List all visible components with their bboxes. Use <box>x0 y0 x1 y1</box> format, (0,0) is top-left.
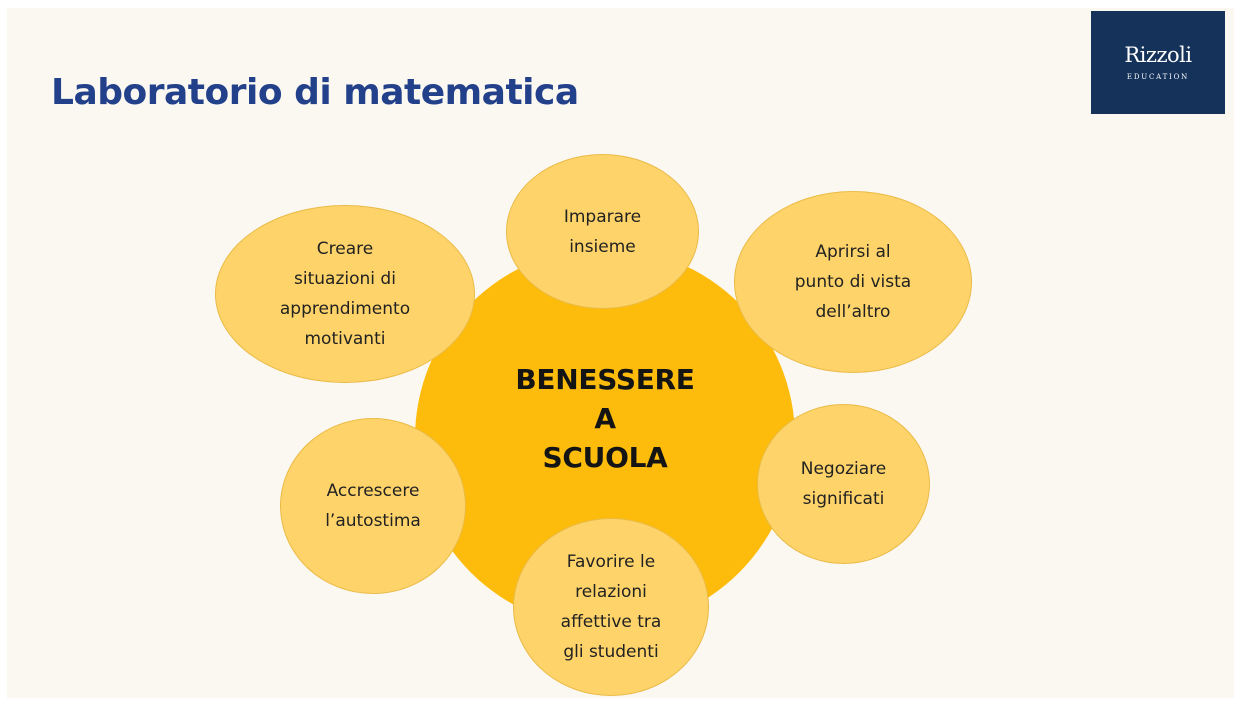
rizzoli-education-logo: Rizzoli EDUCATION <box>1091 11 1225 114</box>
node-label-line: motivanti <box>304 329 386 349</box>
node-label-line: apprendimento <box>279 299 411 319</box>
node-label-line: significati <box>802 489 885 509</box>
node-accrescere-autostima: Accrescere l’autostima <box>280 418 466 594</box>
node-label: Imparare insieme <box>564 202 641 262</box>
node-label: Favorire le relazioni affettive tra gli … <box>561 547 662 667</box>
slide-title: Laboratorio di matematica <box>51 72 579 113</box>
node-label-line: gli studenti <box>563 642 659 662</box>
node-label-line: Favorire le <box>566 552 656 572</box>
node-label-line: Accrescere <box>326 481 420 501</box>
node-negoziare-significati: Negoziare significati <box>757 404 930 564</box>
node-label-line: Creare <box>316 239 374 259</box>
node-label: Accrescere l’autostima <box>325 476 421 536</box>
node-label: Negoziare significati <box>801 454 887 514</box>
node-label-line: Imparare <box>563 206 642 227</box>
node-label: Creare situazioni di apprendimento motiv… <box>280 234 410 354</box>
node-aprirsi-al-punto-di-vista: Aprirsi al punto di vista dell’altro <box>734 191 972 373</box>
node-label-line: insieme <box>569 236 636 257</box>
center-label-line: A <box>594 401 616 435</box>
node-label-line: affettive tra <box>560 612 662 632</box>
node-label-line: Negoziare <box>800 459 887 479</box>
center-label-line: BENESSERE <box>515 362 695 396</box>
center-label-line: SCUOLA <box>542 440 668 474</box>
node-label-line: relazioni <box>575 582 647 602</box>
node-label-line: Aprirsi al <box>815 242 891 262</box>
node-label-line: dell’altro <box>815 302 891 322</box>
node-label: Aprirsi al punto di vista dell’altro <box>795 237 911 327</box>
logo-subtitle: EDUCATION <box>1126 73 1190 81</box>
node-label-line: l’autostima <box>325 511 421 531</box>
node-imparare-insieme: Imparare insieme <box>506 154 699 309</box>
node-creare-situazioni: Creare situazioni di apprendimento motiv… <box>215 205 475 383</box>
node-label-line: situazioni di <box>294 269 396 289</box>
node-label-line: punto di vista <box>794 272 912 292</box>
logo-name: Rizzoli <box>1124 43 1192 67</box>
node-favorire-relazioni: Favorire le relazioni affettive tra gli … <box>513 518 709 696</box>
slide: Laboratorio di matematica Rizzoli EDUCAT… <box>7 8 1234 698</box>
center-node-label: BENESSERE A SCUOLA <box>515 360 695 477</box>
